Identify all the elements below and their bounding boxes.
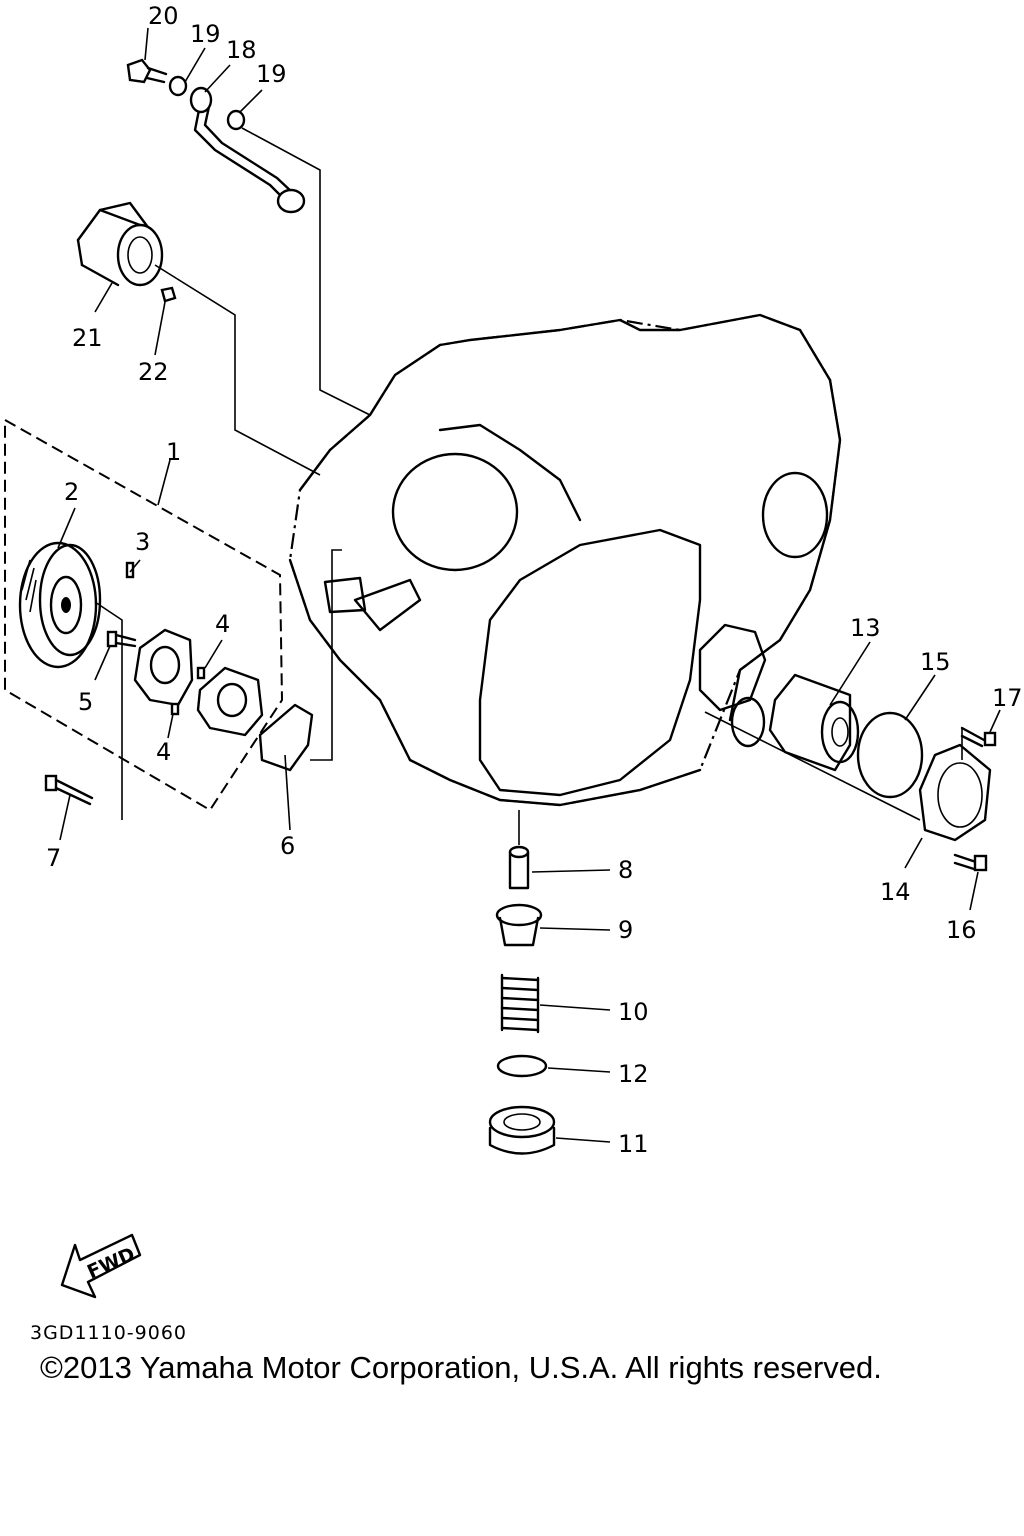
filter-cavity-part <box>698 623 767 748</box>
exploded-parts-diagram: 20 19 18 19 21 22 1 2 3 4 5 4 6 7 8 9 10… <box>4 2 1023 1299</box>
woodruff-key-part <box>160 286 177 303</box>
fwd-label: FWD <box>84 1243 138 1283</box>
cover-bolt-upper-part <box>960 726 997 748</box>
callout-6: 6 <box>280 832 295 860</box>
callout-7: 7 <box>46 844 61 872</box>
callout-15: 15 <box>920 648 951 676</box>
drive-gear-part <box>76 201 164 287</box>
callout-12: 12 <box>618 1060 649 1088</box>
filter-cover-part <box>918 743 992 842</box>
callout-14: 14 <box>880 878 911 906</box>
callout-16: 16 <box>946 916 977 944</box>
screw-part <box>106 630 137 648</box>
callout-4-lower: 4 <box>156 738 171 766</box>
valve-cap-part <box>495 903 543 947</box>
copper-washer-left-part <box>168 75 188 97</box>
valve-plug-part <box>488 1105 556 1155</box>
oil-pump-gear-part <box>18 541 102 669</box>
callout-21: 21 <box>72 324 103 352</box>
callout-4-upper: 4 <box>215 610 230 638</box>
oil-filter-part <box>768 673 860 772</box>
pump-assembly-group-box <box>4 418 284 812</box>
callout-13: 13 <box>850 614 881 642</box>
leader-lines <box>57 27 1001 1143</box>
valve-spring-part <box>500 973 540 1034</box>
crankcase-part <box>288 313 842 807</box>
callout-2: 2 <box>64 478 79 506</box>
callout-22: 22 <box>138 358 169 386</box>
drawing-code: 3GD1110-9060 <box>30 1322 188 1344</box>
callout-8: 8 <box>618 856 633 884</box>
oil-line-part <box>189 86 306 214</box>
oil-pump-housing-part <box>133 628 264 737</box>
callout-9: 9 <box>618 916 633 944</box>
callout-20: 20 <box>148 2 179 30</box>
valve-o-ring-part <box>496 1054 548 1078</box>
filter-o-ring-part <box>856 711 924 799</box>
cover-bolt-lower-part <box>953 853 988 872</box>
fwd-arrow-icon: FWD <box>60 1233 142 1299</box>
callout-5: 5 <box>78 688 93 716</box>
pump-gasket-part <box>258 703 314 772</box>
callout-11: 11 <box>618 1130 649 1158</box>
copper-washer-right-part <box>226 109 246 131</box>
dowel-pin-lower-part <box>170 702 180 716</box>
callout-1: 1 <box>166 438 181 466</box>
callout-17: 17 <box>992 684 1023 712</box>
callout-19-upper: 19 <box>190 20 221 48</box>
callout-18: 18 <box>226 36 257 64</box>
dowel-pin-upper-part <box>196 666 206 680</box>
callout-3: 3 <box>135 528 150 556</box>
callout-19-lower: 19 <box>256 60 287 88</box>
copyright-notice: ©2013 Yamaha Motor Corporation, U.S.A. A… <box>40 1350 882 1385</box>
union-bolt-part <box>126 58 168 84</box>
valve-pipe-part <box>508 845 530 890</box>
callout-10: 10 <box>618 998 649 1026</box>
long-bolt-part <box>44 774 94 806</box>
pin-part <box>125 561 135 579</box>
